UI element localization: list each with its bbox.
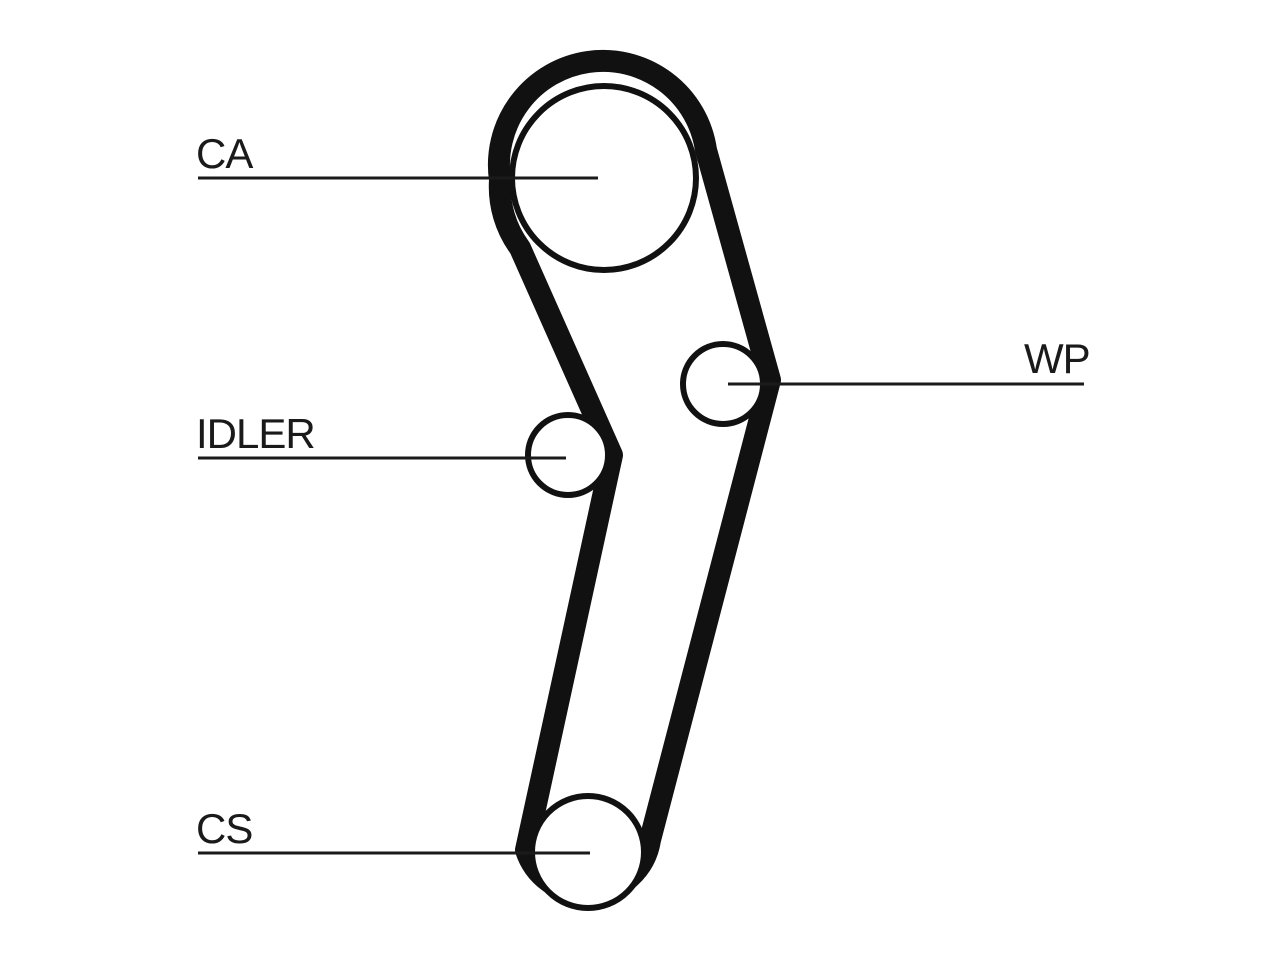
water-pump-label: WP xyxy=(1024,335,1090,382)
timing-belt xyxy=(487,49,781,905)
crankshaft-label: CS xyxy=(196,805,252,852)
idler-label: IDLER xyxy=(196,410,315,457)
idler-pulley xyxy=(525,412,611,498)
camshaft-label: CA xyxy=(196,130,253,177)
